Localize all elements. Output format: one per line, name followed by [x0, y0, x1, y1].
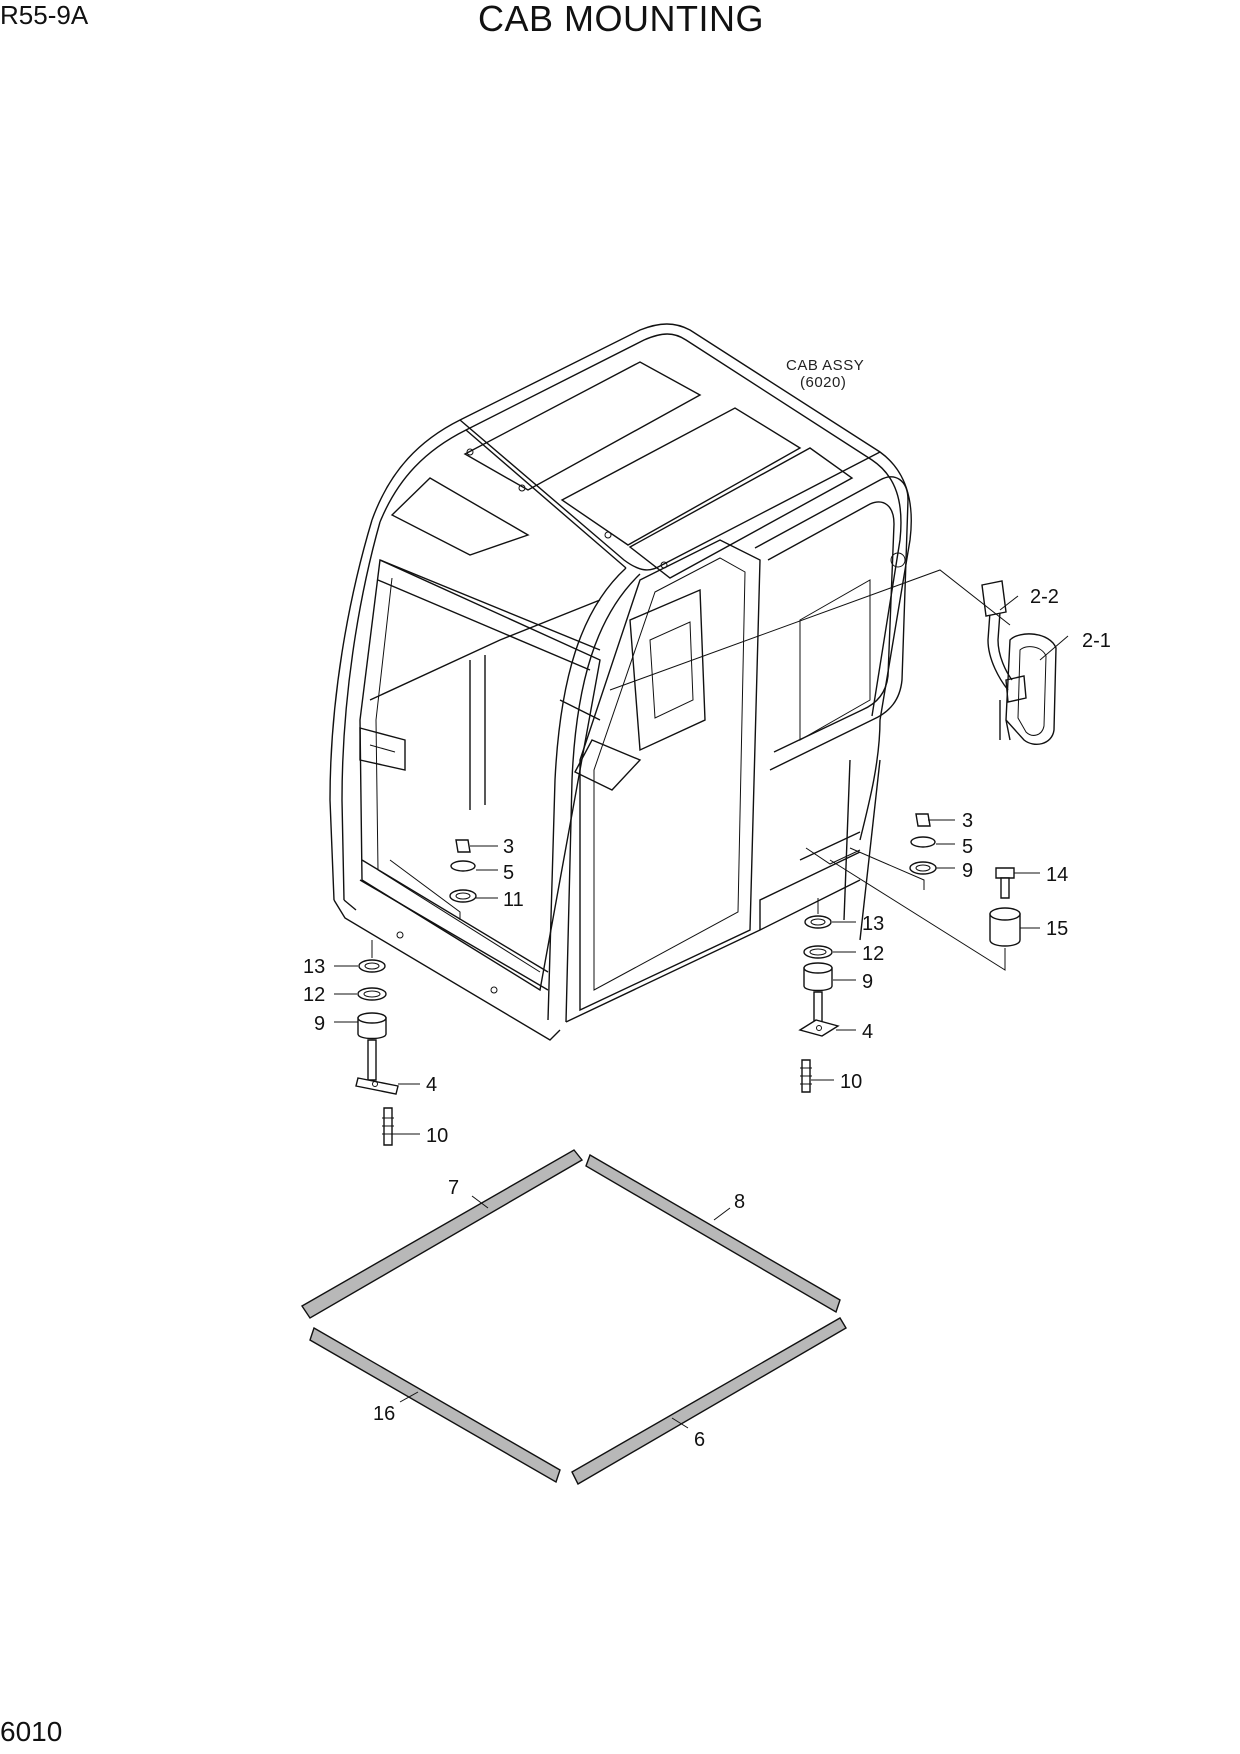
callout-4-right: 4	[862, 1021, 873, 1043]
page-number: 6010	[0, 1716, 63, 1747]
callout-9-right: 9	[862, 971, 873, 993]
cab-assy-note-line1: CAB ASSY	[786, 357, 864, 374]
callout-15: 15	[1046, 918, 1068, 940]
callout-4-left: 4	[426, 1074, 437, 1096]
callout-7: 7	[448, 1177, 459, 1199]
callout-12-left: 12	[303, 984, 325, 1006]
callout-10-right: 10	[840, 1071, 862, 1093]
callout-5-right: 5	[962, 836, 973, 858]
callout-10-left: 10	[426, 1125, 448, 1147]
model-code: R55-9A	[0, 0, 89, 30]
callout-5-left: 5	[503, 862, 514, 884]
page-title: CAB MOUNTING	[478, 0, 765, 39]
bolt-spacer-drawing	[989, 867, 1021, 947]
callout-2-2: 2-2	[1030, 586, 1059, 608]
callout-16: 16	[373, 1403, 395, 1425]
right-mount-stack-drawing	[798, 898, 840, 1093]
callout-13-right: 13	[862, 913, 884, 935]
inner-right-stack-drawing	[909, 813, 937, 875]
seal-strips-drawing	[301, 1149, 847, 1485]
mirror-assembly-drawing	[981, 580, 1057, 746]
callout-8: 8	[734, 1191, 745, 1213]
callout-14: 14	[1046, 864, 1068, 886]
leader-lines	[334, 569, 1069, 1429]
callout-11: 11	[503, 889, 524, 911]
callout-2-1: 2-1	[1082, 630, 1111, 652]
cab-assy-note-line2: (6020)	[800, 374, 846, 391]
callout-9-left: 9	[314, 1013, 325, 1035]
callout-13-left: 13	[303, 956, 325, 978]
inner-left-stack-drawing	[449, 839, 477, 903]
callout-3-right: 3	[962, 810, 973, 832]
callout-6: 6	[694, 1429, 705, 1451]
callout-3-left: 3	[503, 836, 514, 858]
left-mount-stack-drawing	[355, 940, 399, 1146]
callout-12-right: 12	[862, 943, 884, 965]
callout-9-upper: 9	[962, 860, 973, 882]
callout-labels: 2-2 2-1 3 5 11 3 5 9 14 15 13 12 9 4 10 …	[303, 586, 1111, 1451]
cab-assembly-drawing	[329, 323, 912, 1041]
